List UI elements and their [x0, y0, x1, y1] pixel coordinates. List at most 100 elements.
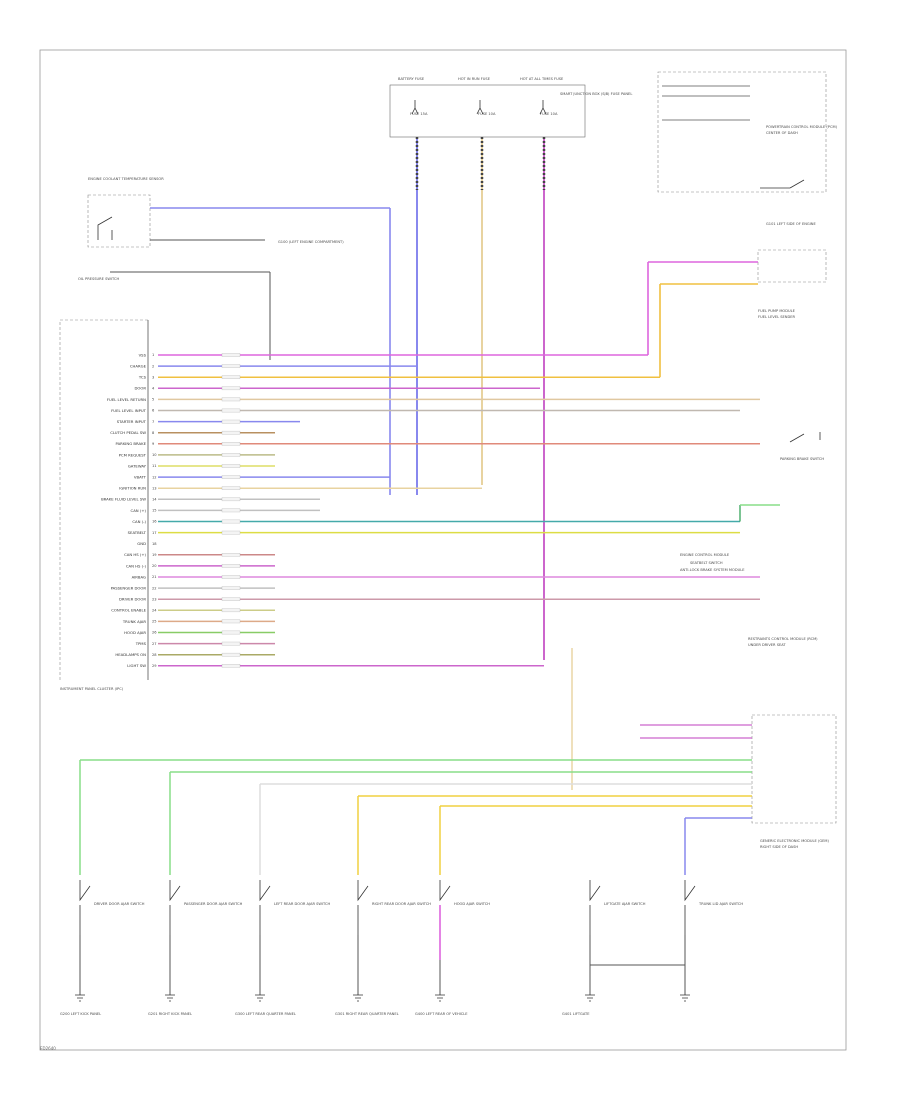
cluster-pin-number: 25 [152, 620, 157, 624]
door-switch-label: TRUNK LID AJAR SWITCH [698, 902, 743, 906]
wire-tag [221, 442, 241, 446]
ground-note: G100 (LEFT ENGINE COMPARTMENT) [278, 240, 344, 244]
ground-location-label: G301 RIGHT REAR QUARTER PANEL [335, 1012, 399, 1016]
cluster-signal-label: HOOD AJAR [124, 630, 146, 635]
cluster-signal-label: DOOR [134, 386, 146, 391]
fuse-feed-wires [415, 137, 546, 660]
coolant-sensor-label: ENGINE COOLANT TEMPERATURE SENSOR [88, 177, 164, 181]
cluster-signal-label: IGNITION RUN [119, 486, 146, 491]
door-switch [589, 880, 601, 935]
wire-tag [221, 353, 241, 357]
wire-tag [221, 508, 241, 513]
cluster-pin-number: 26 [152, 631, 157, 635]
ground-location-label: G400 LEFT REAR OF VEHICLE [415, 1012, 468, 1016]
gem-label: GENERIC ELECTRONIC MODULE (GEM) [760, 839, 829, 843]
cluster-pin-number: 16 [152, 520, 157, 524]
door-switch-label: PASSENGER DOOR AJAR SWITCH [184, 902, 243, 906]
cluster-pin-number: 14 [152, 498, 157, 502]
wire-tag [221, 519, 241, 524]
fuse-run-name: HOT IN RUN FUSE [458, 77, 491, 81]
cluster-signal-label: VBATT [134, 475, 147, 480]
cluster-pin-number: 9 [152, 442, 155, 446]
cluster-signal-label: TCS [138, 375, 147, 380]
door-switch [169, 880, 181, 935]
cluster-pin-number: 28 [152, 653, 157, 657]
cluster-signal-label: CLUTCH PEDAL SW [110, 430, 146, 435]
cluster-pin-number: 3 [152, 375, 154, 379]
parking-brake-switch: PARKING BRAKE SWITCH [780, 432, 824, 461]
cluster-pin-number: 29 [152, 664, 157, 668]
cluster-signal-label: PASSENGER DOOR [111, 586, 147, 591]
wire-tag [221, 664, 241, 668]
cluster-signal-label: GND [137, 541, 146, 546]
pressure-switch-label: OIL PRESSURE SWITCH [78, 277, 119, 281]
door-switch [684, 880, 696, 935]
fuse-battery-rating: FUSE 15A [410, 112, 428, 116]
door-switch-label: LEFT REAR DOOR AJAR SWITCH [274, 902, 330, 906]
fuel-pump-module: FUEL PUMP MODULE FUEL LEVEL SENDER [757, 249, 827, 319]
wire-tag [221, 553, 241, 557]
cluster-signal-label: CAN HS (+) [124, 552, 146, 557]
pcm-area: POWERTRAIN CONTROL MODULE (PCM) CENTER O… [657, 71, 838, 226]
cluster-signal-label: HEADLAMPS ON [115, 652, 146, 657]
cluster-pin-number: 21 [152, 575, 157, 579]
cluster-signal-label: CAN HS (-) [126, 563, 147, 568]
ground-location-label: G401 LIFTGATE [562, 1012, 590, 1016]
door-switch [259, 880, 271, 935]
wire-tag [221, 430, 241, 435]
wire-tag [221, 575, 241, 579]
wire-tag [221, 464, 241, 468]
gem-box: GENERIC ELECTRONIC MODULE (GEM) RIGHT SI… [751, 714, 837, 849]
seatbelt-switch-label: SEATBELT SWITCH [690, 561, 723, 565]
cluster-pin-number: 17 [152, 531, 157, 535]
ground-location-label: G200 LEFT KICK PANEL [60, 1012, 101, 1016]
cluster-signal-label: CHARGE [130, 364, 147, 369]
door-switch-label: HOOD AJAR SWITCH [454, 902, 490, 906]
wire-tag [221, 619, 241, 624]
cluster-pin-number: 4 [152, 387, 155, 391]
ecm-label: ENGINE CONTROL MODULE [680, 553, 730, 557]
parking-brake-label: PARKING BRAKE SWITCH [780, 457, 824, 461]
footer-code: ED2640 [40, 1046, 56, 1051]
cluster-pin-number: 23 [152, 597, 157, 601]
fuel-pump-label: FUEL PUMP MODULE [758, 309, 796, 313]
wire-tag [221, 453, 241, 457]
wire-tag [221, 586, 241, 590]
wire-tag [221, 486, 241, 490]
door-switch-label: DRIVER DOOR AJAR SWITCH [94, 902, 145, 906]
cluster-pin-number: 11 [152, 464, 157, 468]
cluster-signal-label: AIRBAG [132, 574, 146, 579]
wire-tag [221, 641, 241, 646]
fuse-run-rating: FUSE 10A [478, 112, 496, 116]
body-ground-label: G101 LEFT SIDE OF ENGINE [766, 222, 816, 226]
ground-symbol [75, 994, 85, 1002]
abs-label: ANTI-LOCK BRAKE SYSTEM MODULE [680, 568, 745, 572]
cluster-signal-label: LIGHT SW [127, 663, 146, 668]
door-switch-label: LIFTGATE AJAR SWITCH [604, 902, 646, 906]
wire-tag [221, 564, 241, 568]
fuse-battery-name: BATTERY FUSE [398, 77, 425, 81]
cluster-signal-label: STARTER INPUT [117, 419, 147, 424]
cluster-pin-number: 18 [152, 542, 157, 546]
restraints-sub: UNDER DRIVER SEAT [748, 643, 786, 647]
cluster-pin-number: 5 [152, 398, 154, 402]
fuse-hot-name: HOT AT ALL TIMES FUSE [520, 77, 564, 81]
cluster-pin-number: 19 [152, 553, 157, 557]
wire-tag [221, 475, 241, 479]
wire-tag [221, 497, 241, 502]
ground-symbol [165, 994, 175, 1002]
cluster-pin-number: 20 [152, 564, 157, 568]
diagram-frame [39, 49, 847, 1051]
pcm-sub: CENTER OF DASH [766, 131, 798, 135]
cluster-signal-label: TRUNK AJAR [122, 619, 147, 624]
ground-symbol [435, 994, 445, 1002]
cluster-signal-label: DRIVER DOOR [119, 597, 146, 602]
cluster-pin-number: 6 [152, 409, 155, 413]
cluster-pin-number: 27 [152, 642, 157, 646]
fuel-sender-label: FUEL LEVEL SENDER [758, 315, 796, 319]
fuse-panel-title: SMART JUNCTION BOX (SJB) FUSE PANEL [560, 92, 632, 96]
wire-tag [221, 530, 241, 535]
cluster-signal-label: CAN (+) [131, 508, 147, 513]
